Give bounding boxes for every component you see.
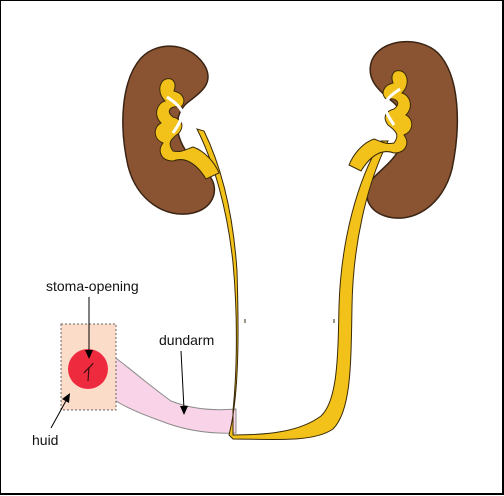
right-kidney (367, 42, 458, 219)
dundarm-label: dundarm (159, 332, 214, 348)
stoma-opening-label: stoma-opening (46, 278, 139, 294)
right-kidney-body (367, 42, 458, 219)
ureter (197, 129, 388, 440)
ileal-conduit (113, 356, 236, 433)
huid-label: huid (32, 432, 58, 448)
